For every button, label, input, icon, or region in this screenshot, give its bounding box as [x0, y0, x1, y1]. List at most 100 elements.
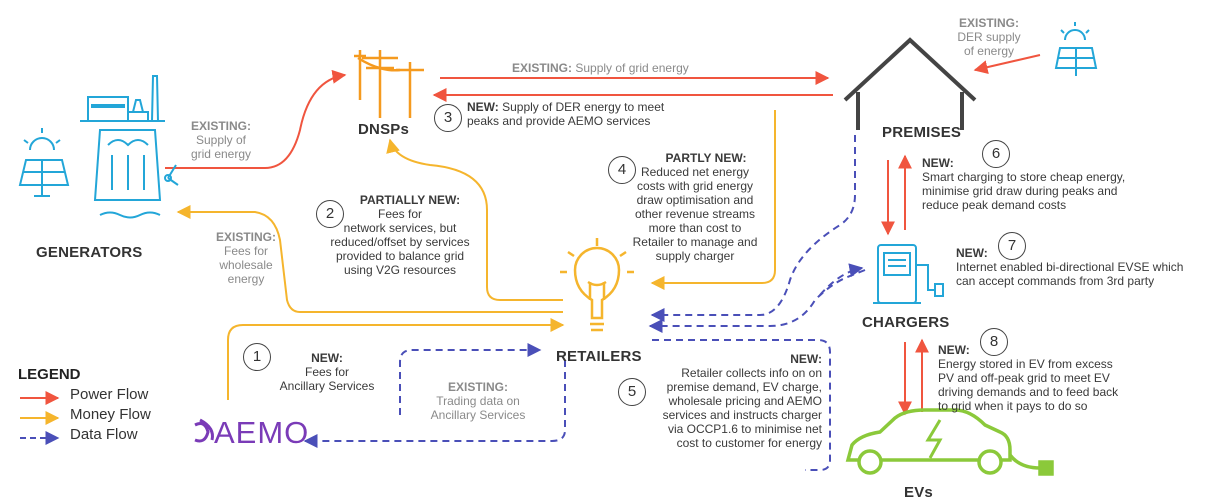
- label-retailer-info-line4: services and instructs charger: [662, 408, 822, 422]
- money-flow-aemo-to-retailer: [227, 318, 565, 400]
- label-reduced-costs-line6: Retailer to manage and: [632, 235, 758, 249]
- label-retailer-info-line6: cost to customer for energy: [676, 436, 822, 450]
- label-network-fees: PARTIALLY NEW: Fees for network services…: [320, 193, 480, 277]
- money-flow-premises-to-retailer: [650, 110, 776, 290]
- label-grid-supply-text: Supply of grid energy: [572, 61, 689, 75]
- label-retailer-info-line5: via OCCP1.6 to minimise net: [667, 422, 822, 436]
- label-wholesale-fees-line3: energy: [227, 272, 265, 286]
- step-5-badge: 5: [618, 378, 646, 406]
- node-premises: PREMISES: [882, 124, 962, 141]
- label-ev-storage-line1: Energy stored in EV from excess: [938, 357, 1113, 371]
- label-smart-charging-title: NEW:: [922, 156, 954, 170]
- label-smart-charging: NEW: Smart charging to store cheap energ…: [922, 156, 1125, 212]
- data-flow-premises-to-retailer: [650, 135, 856, 322]
- ev-charger-icon: [873, 244, 944, 304]
- label-der-energy-line1: Supply of DER energy to meet: [498, 100, 665, 114]
- aemo-logo-icon: [194, 418, 214, 443]
- label-network-fees-line1: Fees for: [377, 207, 422, 221]
- label-der-supply-line1: DER supply: [957, 30, 1021, 44]
- label-smart-charging-line1: Smart charging to store cheap energy,: [922, 170, 1126, 184]
- legend-title: LEGEND: [18, 366, 81, 383]
- label-retailer-info-line1: Retailer collects info on on: [681, 366, 822, 380]
- label-gen-supply-line2: grid energy: [190, 147, 252, 161]
- label-reduced-costs: PARTLY NEW: Reduced net energy costs wit…: [620, 151, 770, 263]
- label-smart-charging-line2: minimise grid draw during peaks and: [922, 184, 1118, 198]
- power-flow-solar-to-house: [973, 54, 1041, 74]
- light-bulb-icon: [560, 238, 634, 332]
- label-smart-charging-line3: reduce peak demand costs: [922, 198, 1067, 212]
- label-reduced-costs-line5: more than cost to: [648, 221, 742, 235]
- label-ev-storage-title: NEW:: [938, 343, 970, 357]
- label-network-fees-line3: reduced/offset by services: [330, 235, 470, 249]
- label-wholesale-fees-line2: wholesale: [219, 258, 273, 272]
- label-gen-supply: EXISTING: Supply of grid energy: [186, 119, 256, 161]
- solar-panel-right-icon: [1054, 22, 1098, 76]
- label-evse-title: NEW:: [956, 246, 988, 260]
- money-flow-retailer-to-gen: [176, 205, 563, 313]
- data-flow-to-charger-top: [819, 263, 864, 296]
- power-pole-icon: [354, 50, 424, 118]
- label-grid-supply-title: EXISTING:: [512, 61, 573, 75]
- label-reduced-costs-line4: other revenue streams: [634, 207, 756, 221]
- label-retailer-info-line3: wholesale pricing and AEMO: [668, 394, 822, 408]
- label-der-energy-line2: peaks and provide AEMO services: [467, 114, 651, 128]
- label-reduced-costs-title: PARTLY NEW:: [665, 151, 747, 165]
- label-reduced-costs-line3: draw optimisation and: [636, 193, 754, 207]
- data-flow-aemo-to-retailer: [399, 343, 542, 415]
- label-ev-storage-line4: to grid when it pays to do so: [938, 399, 1088, 413]
- label-wholesale-fees-line1: Fees for: [223, 244, 268, 258]
- node-aemo: AEMO: [214, 415, 310, 450]
- label-der-supply-title: EXISTING:: [958, 16, 1019, 30]
- step-3-badge: 3: [434, 104, 462, 132]
- step-8-badge: 8: [980, 328, 1008, 356]
- label-retailer-info: NEW: Retailer collects info on on premis…: [642, 352, 822, 450]
- label-evse-line1: Internet enabled bi-directional EVSE whi…: [956, 260, 1184, 274]
- label-retailer-info-line2: premise demand, EV charge,: [666, 380, 822, 394]
- step-1-badge: 1: [243, 343, 271, 371]
- power-plant-icon: [80, 75, 165, 122]
- label-der-energy-title: NEW:: [467, 100, 499, 114]
- label-ancillary-fees-line2: Ancillary Services: [279, 379, 375, 393]
- label-ancillary-fees-title: NEW:: [311, 351, 343, 365]
- label-retailer-info-title: NEW:: [790, 352, 822, 366]
- node-chargers: CHARGERS: [862, 314, 950, 331]
- label-ev-storage-line2: PV and off-peak grid to meet EV: [938, 371, 1110, 385]
- node-retailers: RETAILERS: [556, 348, 642, 365]
- label-grid-supply: EXISTING: Supply of grid energy: [512, 61, 689, 75]
- step-2-badge: 2: [316, 200, 344, 228]
- label-ancillary-fees: NEW: Fees for Ancillary Services: [272, 351, 382, 393]
- label-reduced-costs-line2: costs with grid energy: [636, 179, 754, 193]
- label-network-fees-line2: network services, but: [343, 221, 457, 235]
- label-der-energy: NEW: Supply of DER energy to meet peaks …: [467, 100, 664, 128]
- legend-power-label: Power Flow: [70, 386, 149, 403]
- label-evse-line2: can accept commands from 3rd party: [956, 274, 1155, 288]
- label-network-fees-title: PARTIALLY NEW:: [359, 193, 461, 207]
- label-evse: NEW: Internet enabled bi-directional EVS…: [956, 246, 1183, 288]
- step-7-badge: 7: [998, 232, 1026, 260]
- label-reduced-costs-line7: supply charger: [655, 249, 735, 263]
- power-flow-gen-to-dnsp: [165, 69, 347, 169]
- label-network-fees-line5: using V2G resources: [343, 263, 457, 277]
- label-ancillary-fees-line1: Fees for: [304, 365, 349, 379]
- data-flow-retailer-to-charger: [652, 339, 831, 471]
- label-gen-supply-title: EXISTING:: [190, 119, 251, 133]
- label-trading-data-line2: Ancillary Services: [430, 408, 526, 422]
- node-dnsps: DNSPs: [358, 121, 410, 138]
- label-wholesale-fees-title: EXISTING:: [215, 230, 276, 244]
- label-ev-storage: NEW: Energy stored in EV from excess PV …: [938, 343, 1118, 413]
- data-flow-retailer-to-aemo: [303, 360, 566, 448]
- data-flow-charger-to-retailer: [648, 269, 866, 333]
- step-4-badge: 4: [608, 156, 636, 184]
- label-ev-storage-line3: driving demands and to feed back: [938, 385, 1119, 399]
- label-gen-supply-line1: Supply of: [195, 133, 247, 147]
- step-6-badge: 6: [982, 140, 1010, 168]
- label-trading-data: EXISTING: Trading data on Ancillary Serv…: [418, 380, 538, 422]
- label-trading-data-title: EXISTING:: [447, 380, 508, 394]
- label-wholesale-fees: EXISTING: Fees for wholesale energy: [206, 230, 286, 286]
- node-evs: EVs: [904, 484, 933, 501]
- electric-car-icon: [845, 408, 1054, 476]
- legend-money-label: Money Flow: [70, 406, 151, 423]
- money-flow-retailer-to-dnsp: [386, 138, 563, 301]
- hydro-dam-icon: [93, 129, 179, 219]
